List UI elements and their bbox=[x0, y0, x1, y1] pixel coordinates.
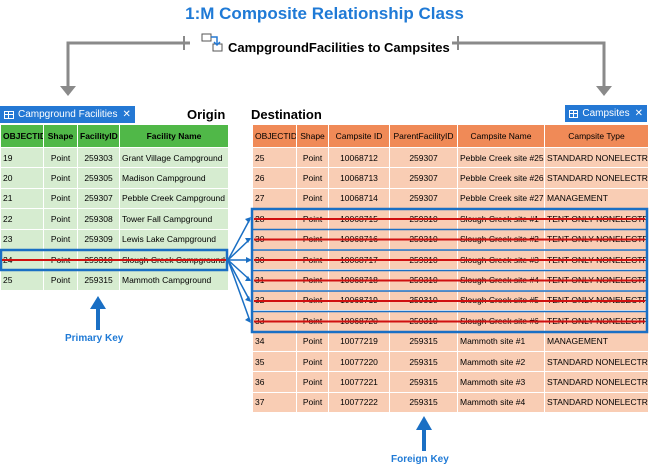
table-cell: 259315 bbox=[389, 391, 458, 414]
table-cell: Tower Fall Campground bbox=[119, 208, 229, 230]
table-cell: 37 bbox=[252, 391, 297, 414]
table-cell: 10077219 bbox=[328, 330, 390, 352]
table-cell: Point bbox=[296, 350, 329, 373]
table-icon bbox=[569, 109, 579, 118]
origin-label: Origin bbox=[187, 107, 226, 122]
table-cell: 22 bbox=[0, 208, 44, 230]
table-cell: Point bbox=[296, 391, 329, 414]
foreign-key-label: Foreign Key bbox=[391, 454, 449, 465]
close-icon[interactable]: ✕ bbox=[634, 108, 643, 119]
table-cell: STANDARD NONELECTRIC bbox=[544, 391, 649, 414]
table-cell: Point bbox=[43, 208, 78, 230]
arrow-down-icon bbox=[60, 86, 76, 96]
page-title: 1:M Composite Relationship Class bbox=[185, 4, 464, 23]
table-cell: Point bbox=[43, 146, 78, 169]
table-cell: STANDARD NONELECTRIC bbox=[544, 350, 649, 373]
table-cell: 259307 bbox=[389, 187, 458, 210]
table-cell: 259303 bbox=[77, 146, 120, 169]
destination-label: Destination bbox=[251, 107, 322, 122]
table-cell: 20 bbox=[0, 167, 44, 189]
table-cell: 259308 bbox=[77, 208, 120, 230]
column-header[interactable]: Shape bbox=[296, 124, 329, 148]
table-cell: STANDARD NONELECTRIC bbox=[544, 146, 649, 169]
column-header[interactable]: ParentFacilityID bbox=[389, 124, 458, 148]
relation-arrows bbox=[227, 218, 251, 322]
table-cell: 10077222 bbox=[328, 391, 390, 414]
table-cell: 259305 bbox=[77, 167, 120, 189]
column-header[interactable]: FacilityID bbox=[77, 124, 120, 148]
table-cell: Mammoth site #1 bbox=[457, 330, 545, 352]
table-cell: Grant Village Campground bbox=[119, 146, 229, 169]
table-cell: 259315 bbox=[389, 330, 458, 352]
arrow-up-icon bbox=[90, 296, 106, 309]
table-cell: 259315 bbox=[389, 371, 458, 393]
table-cell: 10068713 bbox=[328, 167, 390, 189]
table-cell: Point bbox=[43, 187, 78, 210]
arrow-down-icon bbox=[596, 86, 612, 96]
table-cell: Point bbox=[296, 146, 329, 169]
table-cell: Mammoth site #2 bbox=[457, 350, 545, 373]
destination-connector-line bbox=[452, 41, 606, 88]
table-cell: MANAGEMENT bbox=[544, 187, 649, 210]
column-header[interactable]: Facility Name bbox=[119, 124, 229, 148]
origin-row-highlight bbox=[0, 248, 229, 272]
table-cell: Madison Campground bbox=[119, 167, 229, 189]
table-cell: 27 bbox=[252, 187, 297, 210]
table-cell: Point bbox=[43, 269, 78, 291]
table-cell: Pebble Creek site #27 bbox=[457, 187, 545, 210]
relationship-name: CampgroundFacilities to Campsites bbox=[228, 40, 450, 55]
tab-label: Campsites bbox=[582, 108, 630, 119]
relation-arrowheads bbox=[245, 217, 252, 323]
relationship-icon bbox=[201, 33, 223, 53]
origin-connector-line bbox=[66, 41, 190, 88]
table-cell: 10077220 bbox=[328, 350, 390, 373]
tab-campsites[interactable]: Campsites ✕ bbox=[565, 105, 647, 122]
deleted-row-strikes bbox=[2, 218, 645, 323]
tab-campground-facilities[interactable]: Campground Facilities ✕ bbox=[0, 106, 135, 123]
primary-key-label: Primary Key bbox=[65, 333, 124, 344]
table-cell: 259307 bbox=[389, 167, 458, 189]
row-dividers bbox=[252, 228, 647, 313]
table-cell: STANDARD NONELECTRIC bbox=[544, 371, 649, 393]
table-cell: Lewis Lake Campground bbox=[119, 228, 229, 250]
table-cell: 10068714 bbox=[328, 187, 390, 210]
column-header[interactable]: Campsite Type bbox=[544, 124, 649, 148]
column-header[interactable]: Campsite ID bbox=[328, 124, 390, 148]
column-header[interactable]: OBJECTID bbox=[0, 124, 44, 148]
table-cell: Pebble Creek site #26 bbox=[457, 167, 545, 189]
table-icon bbox=[4, 110, 14, 119]
arrow-up-icon bbox=[416, 416, 432, 430]
tab-label: Campground Facilities bbox=[18, 109, 118, 120]
table-cell: 25 bbox=[0, 269, 44, 291]
table-cell: 23 bbox=[0, 228, 44, 250]
table-cell: Mammoth site #4 bbox=[457, 391, 545, 414]
table-cell: Point bbox=[296, 371, 329, 393]
table-cell: Point bbox=[296, 187, 329, 210]
close-icon[interactable]: ✕ bbox=[122, 109, 131, 120]
